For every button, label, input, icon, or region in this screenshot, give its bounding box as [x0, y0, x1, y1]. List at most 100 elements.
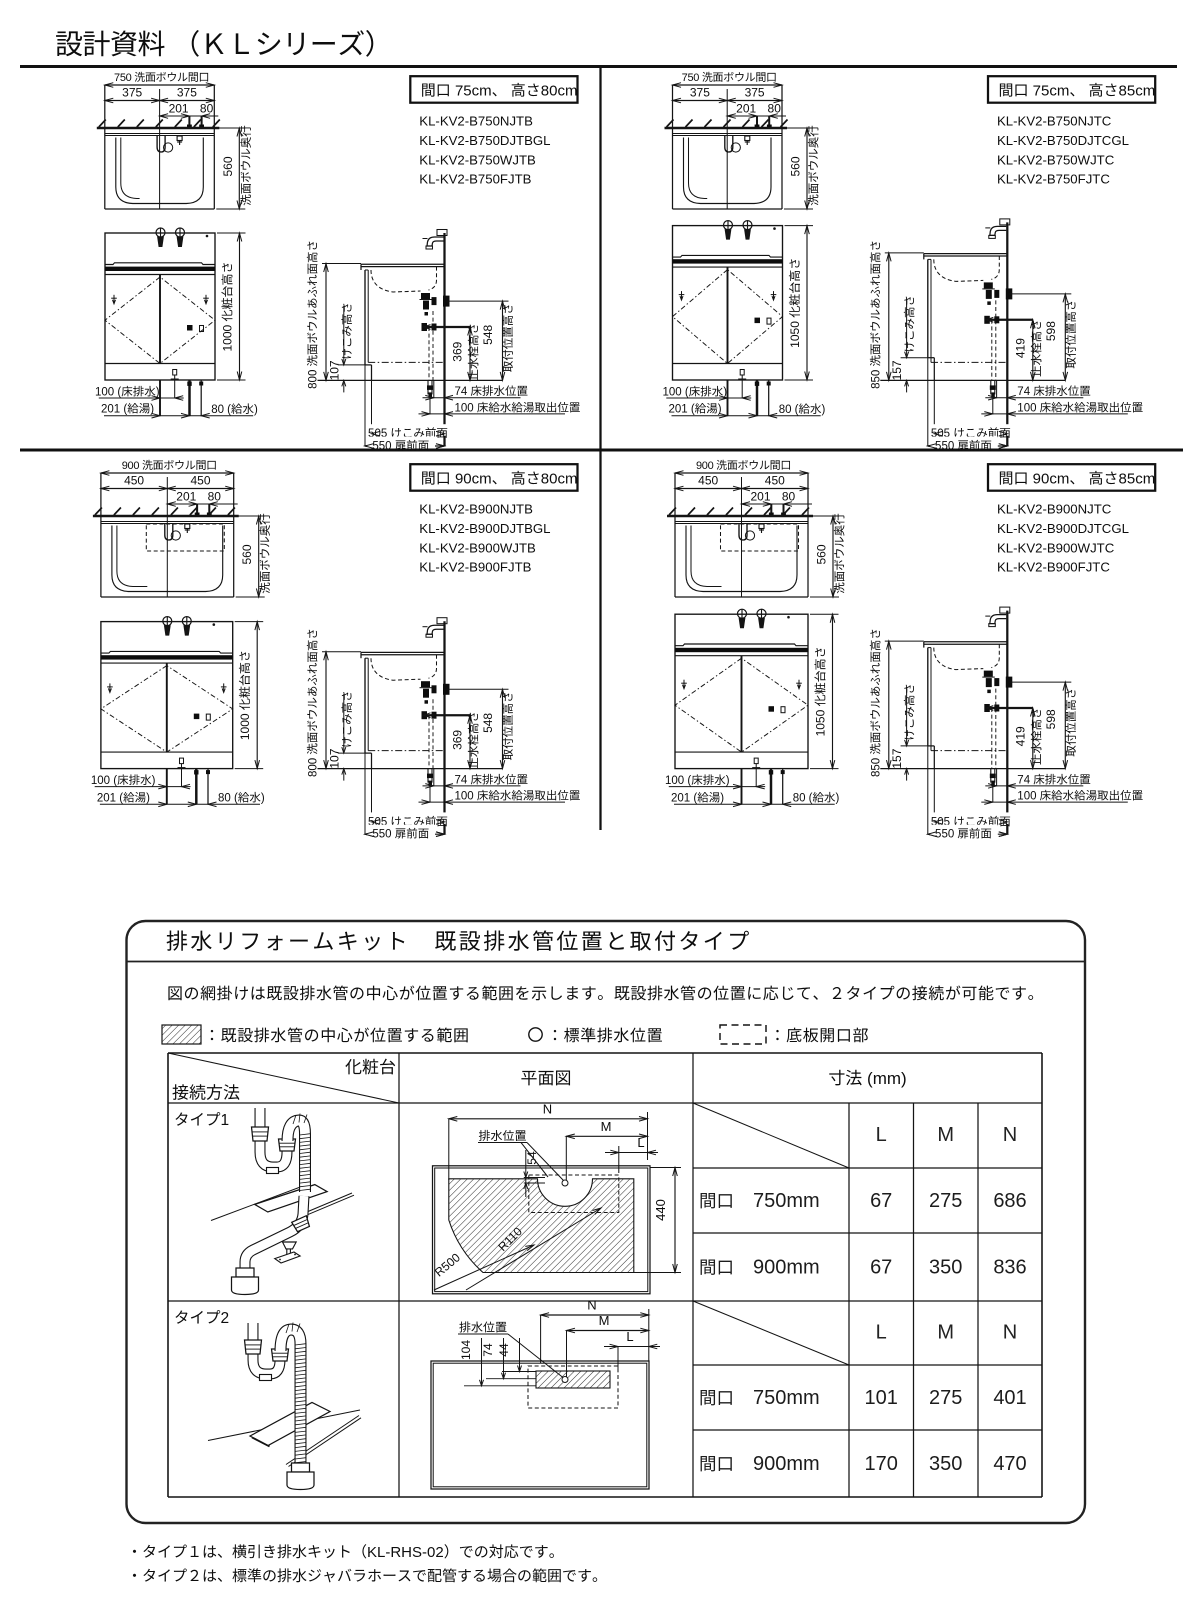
svg-text:N: N: [587, 1298, 596, 1313]
svg-text:取付位置高さ: 取付位置高さ: [1065, 300, 1078, 369]
svg-text:化粧台: 化粧台: [345, 1058, 396, 1077]
svg-text:80: 80: [200, 102, 214, 116]
svg-text:80 (給水): 80 (給水): [793, 792, 840, 805]
svg-text:560: 560: [789, 156, 803, 176]
svg-text:80: 80: [208, 490, 222, 504]
svg-text:間口: 間口: [699, 1258, 734, 1278]
svg-text:450: 450: [765, 474, 785, 488]
svg-text:74 床排水位置: 74 床排水位置: [1017, 773, 1091, 786]
svg-text:洗面ボウル奥行: 洗面ボウル奥行: [240, 125, 253, 206]
svg-text:M: M: [601, 1119, 612, 1134]
svg-text:80 (給水): 80 (給水): [779, 403, 826, 416]
svg-text:201 (給湯): 201 (給湯): [97, 791, 150, 804]
svg-text:KL-KV2-B900NJTC: KL-KV2-B900NJTC: [997, 502, 1112, 517]
svg-text:201: 201: [736, 102, 756, 116]
svg-text:170: 170: [865, 1453, 898, 1475]
svg-text:67: 67: [870, 1190, 892, 1212]
svg-text:450: 450: [124, 474, 144, 488]
svg-text:100 (床排水): 100 (床排水): [663, 386, 728, 399]
svg-text:・タイプ１は、横引き排水キット（KL-RHS-02）での対応: ・タイプ１は、横引き排水キット（KL-RHS-02）での対応です。: [127, 1544, 564, 1561]
svg-text:間口: 間口: [699, 1191, 734, 1211]
svg-text:80 (給水): 80 (給水): [218, 792, 265, 805]
svg-text:80 (給水): 80 (給水): [211, 403, 258, 416]
svg-text:KL-KV2-B750DJTBGL: KL-KV2-B750DJTBGL: [419, 133, 550, 148]
svg-text:1050 化粧台高さ: 1050 化粧台高さ: [814, 646, 828, 736]
svg-text:N: N: [1003, 1322, 1017, 1344]
svg-text:間口: 間口: [699, 1454, 734, 1474]
svg-text:N: N: [543, 1102, 552, 1117]
svg-text:取付位置高さ: 取付位置高さ: [502, 691, 515, 760]
svg-text:間口 90cm、 高さ80cm: 間口 90cm、 高さ80cm: [421, 471, 578, 488]
svg-text:M: M: [937, 1322, 954, 1344]
svg-text:L: L: [626, 1329, 633, 1344]
svg-text:止水栓高さ: 止水栓高さ: [1030, 319, 1043, 377]
svg-text:取付位置高さ: 取付位置高さ: [502, 303, 515, 372]
svg-text:止水栓高さ: 止水栓高さ: [1030, 708, 1043, 766]
svg-text:1050 化粧台高さ: 1050 化粧台高さ: [788, 258, 802, 348]
svg-text:間口 75cm、 高さ80cm: 間口 75cm、 高さ80cm: [421, 83, 578, 100]
svg-text:M: M: [937, 1124, 954, 1146]
svg-text:375: 375: [690, 86, 710, 100]
svg-text:201: 201: [176, 490, 196, 504]
svg-text:750 洗面ボウル間口: 750 洗面ボウル間口: [682, 71, 777, 84]
svg-text:L: L: [876, 1322, 887, 1344]
svg-text:598: 598: [1044, 321, 1058, 341]
svg-text:タイプ1: タイプ1: [174, 1112, 229, 1129]
svg-text:100 床給水給湯取出位置: 100 床給水給湯取出位置: [455, 401, 581, 414]
svg-text:401: 401: [993, 1387, 1026, 1409]
svg-text:80: 80: [768, 102, 782, 116]
svg-text:排水リフォームキット 既設排水管位置と取付タイプ: 排水リフォームキット 既設排水管位置と取付タイプ: [166, 929, 752, 954]
svg-text:201 (給湯): 201 (給湯): [671, 791, 724, 804]
svg-text:：標準排水位置: ：標準排水位置: [547, 1027, 663, 1045]
svg-text:375: 375: [122, 86, 142, 100]
svg-text:850 洗面ボウルあふれ面高さ: 850 洗面ボウルあふれ面高さ: [869, 240, 882, 389]
svg-text:275: 275: [929, 1387, 962, 1409]
svg-text:900mm: 900mm: [753, 1453, 820, 1475]
svg-text:369: 369: [451, 730, 465, 750]
svg-text:560: 560: [240, 544, 254, 564]
svg-text:369: 369: [451, 341, 465, 361]
svg-text:KL-KV2-B900WJTB: KL-KV2-B900WJTB: [419, 540, 536, 555]
svg-text:74 床排水位置: 74 床排水位置: [1017, 385, 1091, 398]
svg-text:KL-KV2-B900DJTBGL: KL-KV2-B900DJTBGL: [419, 521, 550, 536]
svg-text:107: 107: [327, 748, 341, 768]
svg-text:KL-KV2-B900DJTCGL: KL-KV2-B900DJTCGL: [997, 521, 1129, 536]
svg-text:KL-KV2-B750FJTC: KL-KV2-B750FJTC: [997, 172, 1110, 187]
svg-text:750mm: 750mm: [753, 1190, 820, 1212]
svg-text:550 扉前面: 550 扉前面: [935, 828, 992, 841]
svg-text:560: 560: [221, 156, 235, 176]
svg-text:450: 450: [698, 474, 718, 488]
svg-text:間口: 間口: [699, 1388, 734, 1408]
svg-text:止水栓高さ: 止水栓高さ: [468, 323, 481, 381]
svg-text:設計資料 （ＫＬシリーズ）: 設計資料 （ＫＬシリーズ）: [55, 29, 392, 60]
svg-text:KL-KV2-B750NJTC: KL-KV2-B750NJTC: [997, 114, 1112, 129]
svg-text:100 (床排水): 100 (床排水): [665, 774, 730, 787]
svg-text:：既設排水管の中心が位置する範囲: ：既設排水管の中心が位置する範囲: [204, 1027, 470, 1045]
svg-text:900 洗面ボウル間口: 900 洗面ボウル間口: [696, 459, 791, 472]
svg-text:100 床給水給湯取出位置: 100 床給水給湯取出位置: [1017, 790, 1143, 803]
svg-text:350: 350: [929, 1453, 962, 1475]
svg-text:900 洗面ボウル間口: 900 洗面ボウル間口: [122, 459, 217, 472]
svg-text:275: 275: [929, 1190, 962, 1212]
svg-text:419: 419: [1013, 726, 1027, 746]
svg-text:図の網掛けは既設排水管の中心が位置する範囲を示します。既設排: 図の網掛けは既設排水管の中心が位置する範囲を示します。既設排水管の位置に応じて、…: [167, 985, 1044, 1003]
svg-text:157: 157: [890, 748, 904, 768]
svg-text:900mm: 900mm: [753, 1257, 820, 1279]
svg-text:107: 107: [327, 360, 341, 380]
svg-text:750 洗面ボウル間口: 750 洗面ボウル間口: [114, 71, 209, 84]
svg-text:100 (床排水): 100 (床排水): [95, 386, 160, 399]
svg-text:取付位置高さ: 取付位置高さ: [1065, 688, 1078, 757]
svg-text:：底板開口部: ：底板開口部: [770, 1027, 870, 1045]
svg-text:平面図: 平面図: [521, 1069, 572, 1088]
svg-text:80: 80: [782, 490, 796, 504]
svg-text:836: 836: [993, 1257, 1026, 1279]
svg-text:間口 90cm、 高さ85cm: 間口 90cm、 高さ85cm: [999, 471, 1156, 488]
svg-text:100 床給水給湯取出位置: 100 床給水給湯取出位置: [455, 790, 581, 803]
svg-text:67: 67: [870, 1257, 892, 1279]
svg-text:M: M: [599, 1313, 610, 1328]
svg-text:201 (給湯): 201 (給湯): [669, 403, 722, 416]
svg-text:450: 450: [190, 474, 210, 488]
svg-text:KL-KV2-B900FJTB: KL-KV2-B900FJTB: [419, 560, 531, 575]
svg-text:548: 548: [481, 324, 495, 344]
svg-text:44: 44: [497, 1343, 511, 1357]
